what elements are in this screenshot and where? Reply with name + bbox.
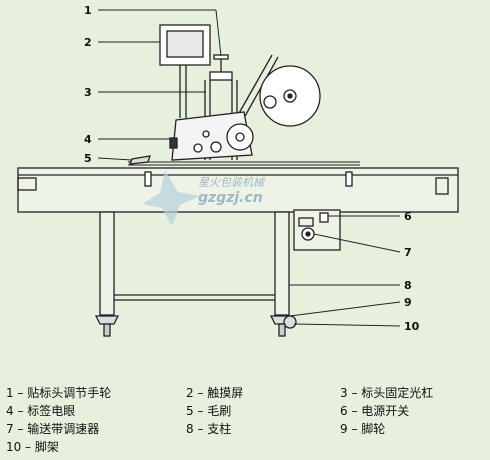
labeling-machine-diagram: 星火包装机械 gzgzj.cn 1 2 3 4 5 6 7 8 9 10 <box>17 4 459 337</box>
callout-3: 3 <box>84 86 92 99</box>
legend-sep: – <box>193 386 208 400</box>
caster-wheel <box>283 315 297 329</box>
legend-item-7: 7 – 输送带调速器 <box>6 420 99 438</box>
legend-label: 脚轮 <box>361 422 386 436</box>
legend-num: 5 <box>186 404 194 418</box>
machine-drawing <box>17 24 459 337</box>
leg-right <box>274 211 290 316</box>
reel-arm <box>237 54 273 116</box>
legend-item-5: 5 – 毛刷 <box>186 402 231 420</box>
callout-7: 7 <box>404 246 412 259</box>
foot-left <box>94 315 120 325</box>
legend-num: 7 <box>6 422 14 436</box>
leader-5 <box>97 157 133 161</box>
callout-2: 2 <box>84 36 92 49</box>
watermark-line2: gzgzj.cn <box>198 190 263 206</box>
legend-sep: – <box>347 404 362 418</box>
leader-7 <box>313 233 401 253</box>
callout-5: 5 <box>84 152 92 165</box>
leader-10 <box>293 323 401 327</box>
legend-label: 标签电眼 <box>27 404 76 418</box>
legend-num: 1 <box>6 386 14 400</box>
legend-item-4: 4 – 标签电眼 <box>6 402 75 420</box>
callout-9: 9 <box>404 296 412 309</box>
legend-item-2: 2 – 触摸屏 <box>186 384 243 402</box>
legend-sep: – <box>13 386 28 400</box>
legend-num: 9 <box>340 422 348 436</box>
legend-label: 电源开关 <box>361 404 410 418</box>
legend-sep: – <box>21 440 35 454</box>
legend-item-8: 8 – 支柱 <box>186 420 231 438</box>
legend-num: 10 <box>6 440 22 454</box>
callout-8: 8 <box>404 279 412 292</box>
legend-item-9: 9 – 脚轮 <box>340 420 385 438</box>
legend-num: 6 <box>340 404 348 418</box>
legend-item-1: 1 – 贴标头调节手轮 <box>6 384 111 402</box>
callout-1: 1 <box>84 4 92 17</box>
legend-label: 毛刷 <box>207 404 232 418</box>
callout-6: 6 <box>404 210 412 223</box>
leg-left <box>99 211 115 316</box>
legend-sep: – <box>13 422 28 436</box>
legend-sep: – <box>193 422 208 436</box>
callout-4: 4 <box>84 133 92 146</box>
power-switch <box>319 212 329 223</box>
parts-legend: 1 – 贴标头调节手轮 2 – 触摸屏 3 – 标头固定光杠 4 – 标签电眼 … <box>0 380 490 460</box>
legend-sep: – <box>347 386 362 400</box>
legend-label: 脚架 <box>34 440 59 454</box>
watermark-line1: 星火包装机械 <box>198 176 266 189</box>
legend-num: 3 <box>340 386 348 400</box>
legend-sep: – <box>13 404 28 418</box>
legend-label: 输送带调速器 <box>27 422 100 436</box>
legend-num: 4 <box>6 404 14 418</box>
legend-sep: – <box>347 422 362 436</box>
frame-left-cap <box>17 177 37 191</box>
callout-10: 10 <box>404 320 420 333</box>
brush <box>128 155 151 165</box>
legend-label: 触摸屏 <box>207 386 244 400</box>
leader-9 <box>289 301 401 317</box>
label-sensor <box>169 137 178 149</box>
legend-label: 支柱 <box>207 422 232 436</box>
legend-num: 2 <box>186 386 194 400</box>
head-top-block <box>209 71 233 81</box>
guide-post-left <box>144 171 152 187</box>
legend-label: 贴标头调节手轮 <box>27 386 112 400</box>
legend-label: 标头固定光杠 <box>361 386 434 400</box>
callout-labels: 1 2 3 4 5 6 7 8 9 10 <box>84 4 420 333</box>
legend-item-3: 3 – 标头固定光杠 <box>340 384 433 402</box>
frame-right-cap <box>435 177 449 195</box>
legend-item-10: 10 – 脚架 <box>6 438 59 456</box>
legend-item-6: 6 – 电源开关 <box>340 402 409 420</box>
control-box <box>293 209 341 251</box>
watermark-star-icon <box>142 170 200 226</box>
legend-num: 8 <box>186 422 194 436</box>
legend-sep: – <box>193 404 208 418</box>
leader-lines <box>97 9 401 327</box>
watermark-logo: 星火包装机械 gzgzj.cn <box>142 170 266 226</box>
guide-post-right <box>345 171 353 187</box>
